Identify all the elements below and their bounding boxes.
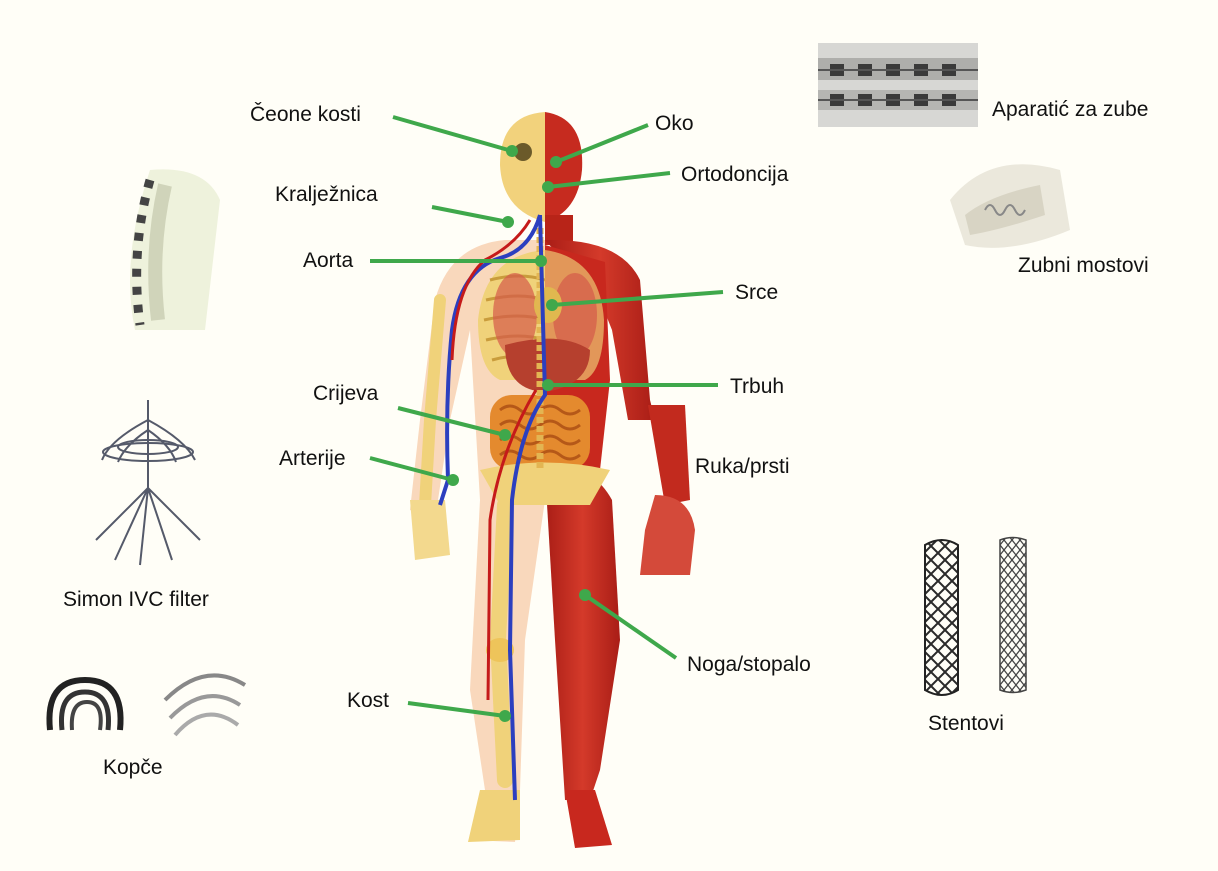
label-eye: Oko: [655, 113, 694, 134]
label-intestines: Crijeva: [313, 383, 378, 404]
spine-implant-icon: [130, 169, 220, 330]
label-bone: Kost: [347, 690, 389, 711]
label-aorta: Aorta: [303, 250, 353, 271]
label-heart: Srce: [735, 282, 778, 303]
dental-bridge-photo: [950, 164, 1070, 248]
label-braces: Aparatić za zube: [992, 99, 1148, 120]
staple-clip-icon: [49, 675, 245, 735]
stent-mesh-icon: [925, 538, 1026, 696]
dental-braces-photo: [818, 43, 978, 127]
label-arteries: Arterije: [279, 448, 346, 469]
ivc-filter-icon: [96, 400, 200, 565]
label-leg: Noga/stopalo: [687, 654, 811, 675]
label-hand: Ruka/prsti: [695, 456, 790, 477]
label-dental-bridges: Zubni mostovi: [1018, 255, 1149, 276]
label-spine: Kralježnica: [275, 184, 378, 205]
label-clips: Kopče: [103, 757, 163, 778]
label-stents: Stentovi: [928, 713, 1004, 734]
label-frontal-bone: Čeone kosti: [250, 104, 361, 125]
label-stomach: Trbuh: [730, 376, 784, 397]
label-orthodontics: Ortodoncija: [681, 164, 788, 185]
label-ivc-filter: Simon IVC filter: [63, 589, 209, 610]
